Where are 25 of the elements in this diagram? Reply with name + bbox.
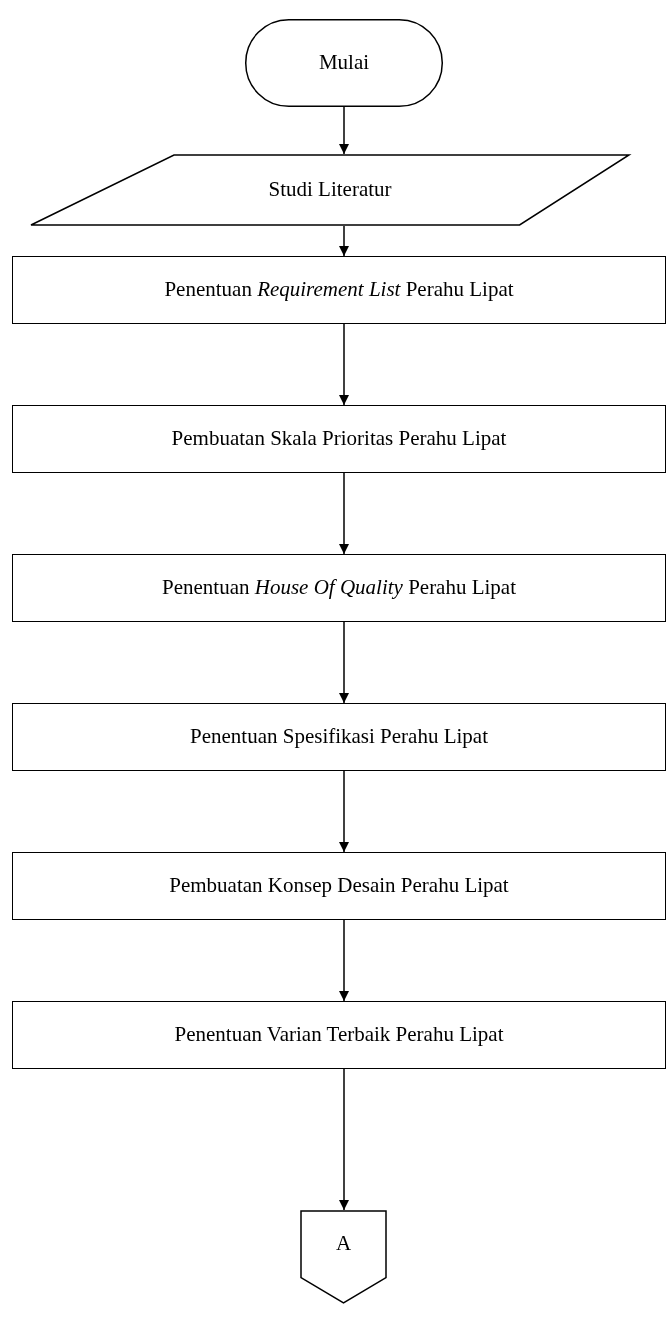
arrow (339, 1068, 349, 1211)
process-box (12, 405, 666, 473)
node-label: Penentuan House Of Quality Perahu Lipat (162, 575, 516, 601)
node-label: Penentuan Spesifikasi Perahu Lipat (190, 724, 488, 750)
node-label: A (335, 1231, 352, 1257)
input-parallelogram (30, 154, 630, 226)
node-label: Pembuatan Skala Prioritas Perahu Lipat (171, 426, 507, 452)
process-box (12, 256, 666, 324)
arrow (339, 472, 349, 555)
process-box (12, 703, 666, 771)
node-label: Mulai (318, 50, 370, 76)
node-label: Pembuatan Konsep Desain Perahu Lipat (169, 873, 509, 899)
arrow (339, 225, 349, 257)
node-label: Studi Literatur (268, 177, 392, 203)
node-label: Penentuan Varian Terbaik Perahu Lipat (174, 1022, 504, 1048)
node-label: Penentuan Requirement List Perahu Lipat (164, 277, 514, 303)
process-box (12, 554, 666, 622)
arrow (339, 323, 349, 406)
process-box (12, 852, 666, 920)
arrow (339, 770, 349, 853)
arrow (339, 621, 349, 704)
arrow (339, 919, 349, 1002)
arrow (339, 106, 349, 155)
off-page-connector (300, 1210, 387, 1304)
process-box (12, 1001, 666, 1069)
